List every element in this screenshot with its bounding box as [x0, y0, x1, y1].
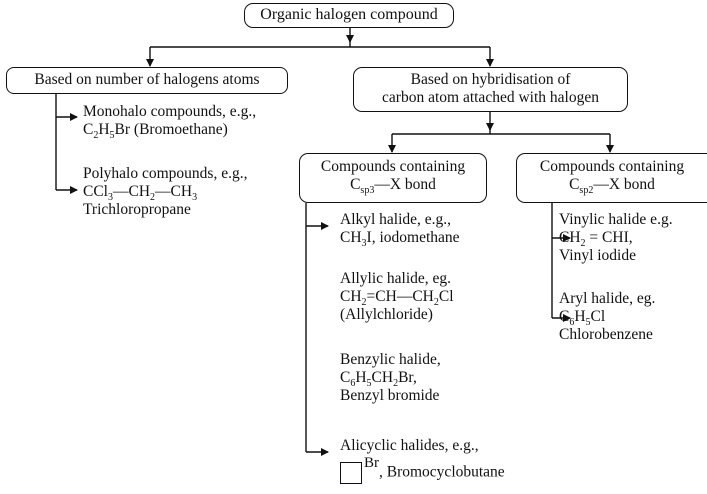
monohalo-title: Monohalo compounds, e.g.,	[83, 103, 257, 120]
sp2-node-line1: Compounds containing	[539, 158, 685, 175]
right-branch-header-line1: Based on hybridisation of	[410, 71, 571, 88]
polyhalo-name: Trichloropropane	[83, 201, 191, 218]
alkyl-halide-item: Alkyl halide, e.g., CH3I, iodomethane	[340, 211, 460, 250]
polyhalo-formula: CCl3—CH2—CH3	[83, 183, 198, 204]
alkyl-halide-formula: CH3I, iodomethane	[340, 229, 460, 250]
alicyclic-halide-title: Alicyclic halides, e.g.,	[340, 437, 479, 454]
monohalo-item: Monohalo compounds, e.g., C2H5Br (Bromoe…	[83, 103, 257, 142]
alkyl-halide-title: Alkyl halide, e.g.,	[340, 211, 452, 228]
allylic-halide-formula: CH2=CH—CH2Cl	[340, 288, 454, 309]
polyhalo-item: Polyhalo compounds, e.g., CCl3—CH2—CH3 T…	[83, 165, 247, 219]
sp2-node: Compounds containing Csp2—X bond	[516, 153, 707, 203]
right-branch-header-line2: carbon atom attached with halogen	[382, 88, 599, 106]
benzylic-halide-name: Benzyl bromide	[340, 387, 440, 404]
alicyclic-halide-formula: Br, Bromocyclobutane	[340, 455, 505, 484]
allylic-halide-item: Allylic halide, eg. CH2=CH—CH2Cl (Allylc…	[340, 270, 454, 324]
benzylic-halide-title: Benzylic halide,	[340, 351, 441, 368]
sp2-node-line2: Csp2—X bond	[569, 175, 655, 196]
allylic-halide-title: Allylic halide, eg.	[340, 270, 452, 287]
right-branch-header: Based on hybridisation of carbon atom at…	[353, 67, 628, 112]
aryl-halide-item: Aryl halide, eg. C6H5Cl Chlorobenzene	[559, 290, 655, 344]
sp3-node-line1: Compounds containing	[320, 158, 466, 175]
monohalo-formula: C2H5Br (Bromoethane)	[83, 121, 228, 142]
vinylic-halide-title: Vinylic halide e.g.	[559, 211, 673, 228]
aryl-halide-name: Chlorobenzene	[559, 326, 653, 343]
sp3-node: Compounds containing Csp3—X bond	[299, 153, 487, 203]
bromine-label: Br	[364, 454, 379, 471]
root-node: Organic halogen compound	[244, 3, 454, 28]
left-branch-header: Based on number of halogens atoms	[6, 67, 288, 94]
vinylic-halide-formula: CH2 = CHI,	[559, 229, 633, 250]
cyclobutane-ring-icon	[340, 462, 362, 484]
vinylic-halide-item: Vinylic halide e.g. CH2 = CHI, Vinyl iod…	[559, 211, 673, 265]
sp3-node-line2: Csp3—X bond	[350, 175, 436, 196]
aryl-halide-title: Aryl halide, eg.	[559, 290, 656, 307]
alicyclic-halide-item: Alicyclic halides, e.g., Br, Bromocyclob…	[340, 437, 505, 484]
alicyclic-halide-name: , Bromocyclobutane	[379, 463, 505, 481]
polyhalo-title: Polyhalo compounds, e.g.,	[83, 165, 248, 182]
benzylic-halide-formula: C6H5CH2Br,	[340, 369, 417, 390]
root-label: Organic halogen compound	[260, 6, 438, 23]
left-branch-header-label: Based on number of halogens atoms	[34, 71, 260, 88]
vinylic-halide-name: Vinyl iodide	[559, 247, 636, 264]
benzylic-halide-item: Benzylic halide, C6H5CH2Br, Benzyl bromi…	[340, 351, 441, 405]
allylic-halide-name: (Allylchloride)	[340, 306, 433, 323]
aryl-halide-formula: C6H5Cl	[559, 308, 606, 329]
